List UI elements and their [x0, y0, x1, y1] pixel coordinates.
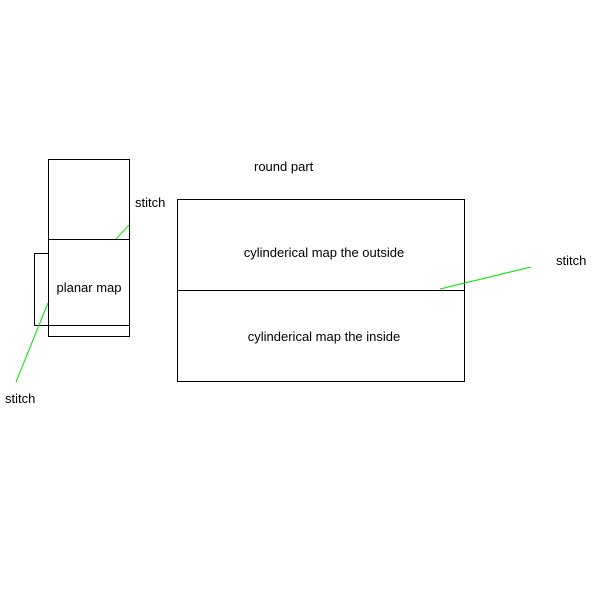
stitch-label-top: stitch — [135, 195, 165, 210]
stitch-line-bottom-left — [15, 302, 49, 383]
stitch-line-right — [439, 266, 532, 290]
round-part-label: round part — [254, 159, 314, 174]
stitch-line-top — [115, 224, 130, 240]
stitch-label-right: stitch — [556, 253, 586, 268]
planar-map-label: planar map — [56, 280, 121, 295]
planar-part-outline — [48, 159, 130, 337]
cylindrical-inside-label: cylinderical map the inside — [248, 329, 400, 344]
planar-seam-flap — [34, 253, 49, 326]
cylindrical-outside-label: cylinderical map the outside — [244, 245, 404, 260]
stitch-label-bottom-left: stitch — [5, 391, 35, 406]
